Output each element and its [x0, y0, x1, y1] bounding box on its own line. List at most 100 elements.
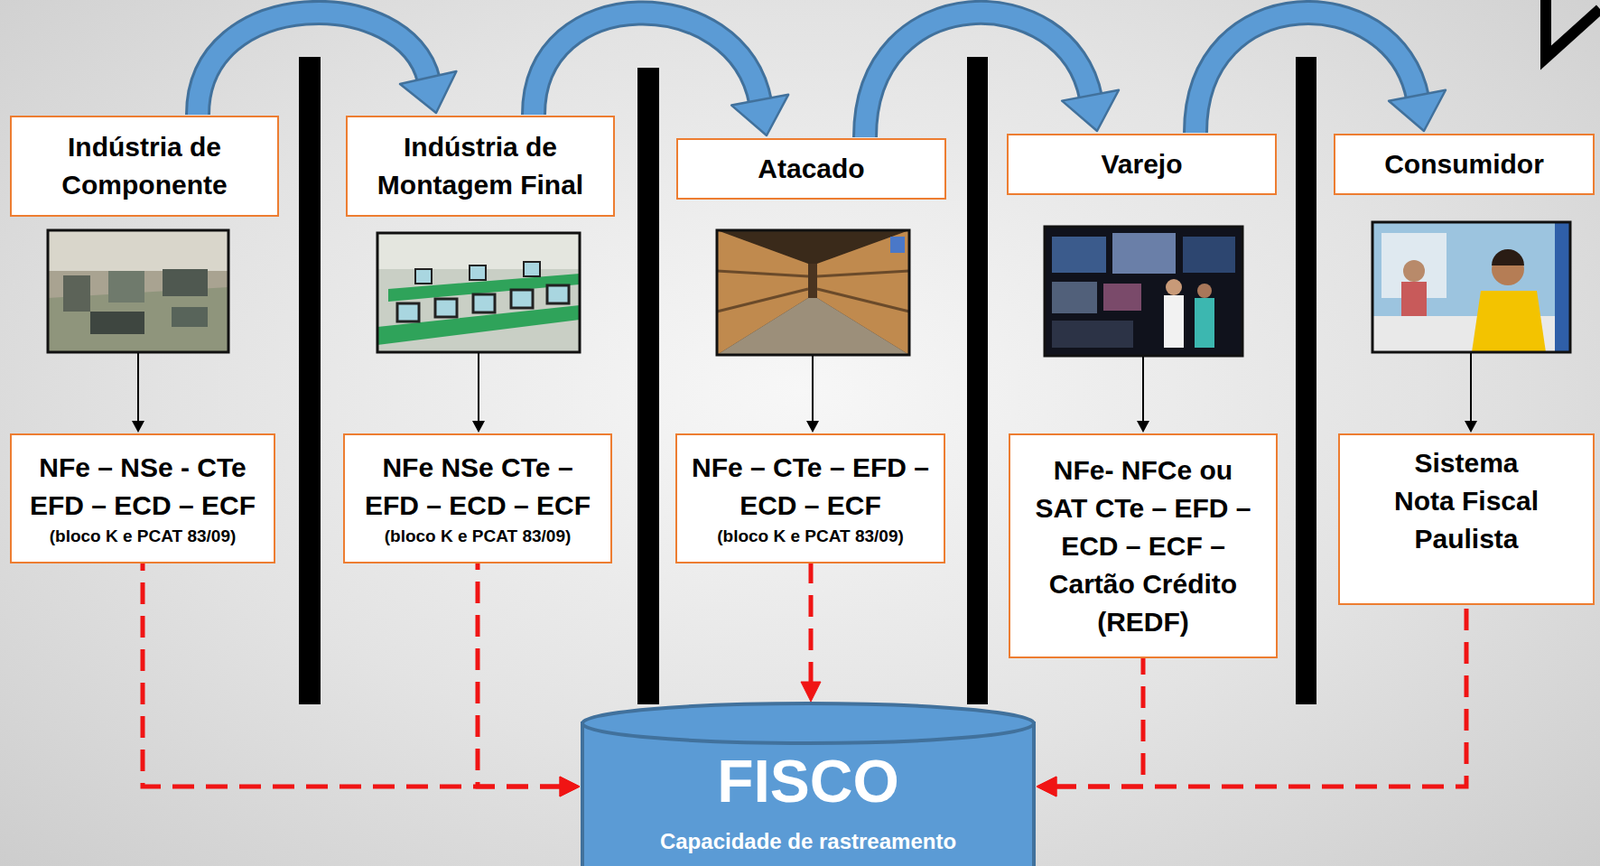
arrow-outline: [865, 12, 1091, 138]
tv: [1051, 236, 1107, 273]
store-photo: [1044, 226, 1243, 356]
tv: [1103, 283, 1142, 311]
box-label: NFe – NSe - CTe EFD – ECD – ECF: [23, 448, 263, 525]
box-label: Varejo: [1100, 145, 1182, 184]
arrow-outline: [1195, 12, 1418, 133]
photo-ceiling: [47, 230, 229, 271]
tv: [1051, 281, 1098, 314]
arrow-head: [400, 71, 456, 113]
box-label: NFe NSe CTe – EFD – ECD – ECF: [358, 448, 598, 525]
arrow-head: [1036, 776, 1057, 797]
dashed-line: [142, 563, 562, 787]
machine: [108, 270, 145, 303]
person: [1194, 297, 1215, 348]
stage-box: Atacado: [676, 138, 947, 200]
separator-bar: [637, 67, 660, 705]
box-note: (bloco K e PCAT 83/09): [716, 524, 904, 549]
photo-frame: [47, 230, 229, 353]
monitor: [415, 269, 432, 284]
flow-arrow: [1195, 12, 1446, 133]
box-note: (bloco K e PCAT 83/09): [384, 524, 572, 549]
stage-box: Indústria de Componente: [9, 115, 280, 217]
leader-head: [1464, 420, 1478, 433]
arrow-head: [1388, 90, 1446, 131]
shelf-line: [817, 288, 910, 312]
box-label: Indústria de Montagem Final: [354, 128, 606, 205]
person: [1471, 290, 1546, 353]
tv: [1112, 232, 1176, 274]
dashed-line: [809, 563, 814, 684]
box-label: Atacado: [757, 149, 865, 188]
arrow-body: [1195, 12, 1418, 133]
person: [1197, 283, 1212, 298]
arrow-outline: [197, 12, 429, 115]
monitor: [397, 303, 419, 322]
leader-arrows: [131, 353, 1478, 433]
warehouse-photo: [716, 230, 910, 355]
document-box: NFe – CTe – EFD – ECD – ECF(bloco K e PC…: [675, 433, 946, 564]
arrow-head: [559, 776, 580, 797]
monitor: [547, 285, 569, 304]
tv: [1051, 320, 1134, 348]
person: [1403, 260, 1425, 282]
leader-line: [1142, 356, 1145, 423]
box-label: Consumidor: [1384, 145, 1545, 184]
photo-ground: [47, 230, 229, 353]
person: [1165, 279, 1182, 296]
flow-arrow: [865, 12, 1119, 138]
database-title: FISCO: [716, 746, 900, 816]
document-box: NFe- NFCe ou SAT CTe – EFD – ECD – ECF –…: [1008, 433, 1278, 659]
machine: [90, 311, 145, 335]
leader-head: [806, 420, 819, 433]
data-flow-line: [800, 563, 821, 702]
flow-arrow: [197, 12, 456, 115]
stage-box: Consumidor: [1333, 133, 1595, 196]
dashed-line: [477, 563, 562, 787]
shelf-line: [817, 270, 910, 277]
arrow-head: [1061, 90, 1119, 131]
person: [1163, 295, 1184, 348]
arrow-head: [800, 681, 821, 702]
box-label: NFe- NFCe ou SAT CTe – EFD – ECD – ECF –…: [1030, 451, 1256, 642]
person: [1401, 281, 1427, 318]
stripe: [1554, 222, 1571, 353]
document-box: NFe NSe CTe – EFD – ECD – ECF(bloco K e …: [343, 433, 613, 564]
box-label: Sistema Nota Fiscal Paulista: [1387, 444, 1546, 559]
photo-frame: [377, 232, 580, 353]
document-box: NFe – NSe - CTe EFD – ECD – ECF(bloco K …: [9, 433, 276, 564]
dashed-line: [1054, 658, 1144, 787]
separator-bar: [1295, 56, 1317, 705]
arrow-body: [197, 12, 429, 115]
stage-box: Indústria de Montagem Final: [345, 115, 615, 217]
monitor: [469, 265, 486, 280]
shelf-line: [716, 270, 809, 277]
photo-ground: [1044, 226, 1243, 356]
arrow-body: [865, 12, 1091, 138]
photo-floor: [716, 297, 910, 355]
arrow-head: [1036, 776, 1057, 797]
stage-box: Varejo: [1006, 133, 1277, 196]
leader-line: [1469, 353, 1472, 423]
machine: [162, 269, 208, 297]
leader-head: [1136, 420, 1150, 433]
arrow-outline: [533, 12, 761, 115]
leader-head: [131, 420, 145, 433]
assembly-photo: [377, 232, 580, 353]
sign: [890, 236, 905, 253]
monitor: [435, 298, 457, 317]
leader-head: [472, 420, 485, 433]
separator-bar: [298, 56, 321, 705]
leader-line: [477, 353, 480, 423]
arrow-head: [559, 776, 580, 797]
photo-wall: [377, 232, 580, 270]
box-label: Indústria de Componente: [18, 128, 270, 205]
separator-bar: [967, 56, 988, 705]
box-note: (bloco K e PCAT 83/09): [49, 524, 237, 549]
shelf-line: [716, 288, 809, 312]
database-caption: Capacidade de rastreamento: [660, 827, 957, 856]
monitor: [523, 261, 540, 277]
document-box: Sistema Nota Fiscal Paulista: [1338, 433, 1595, 605]
monitor: [473, 294, 495, 313]
photo-frame: [716, 230, 910, 355]
